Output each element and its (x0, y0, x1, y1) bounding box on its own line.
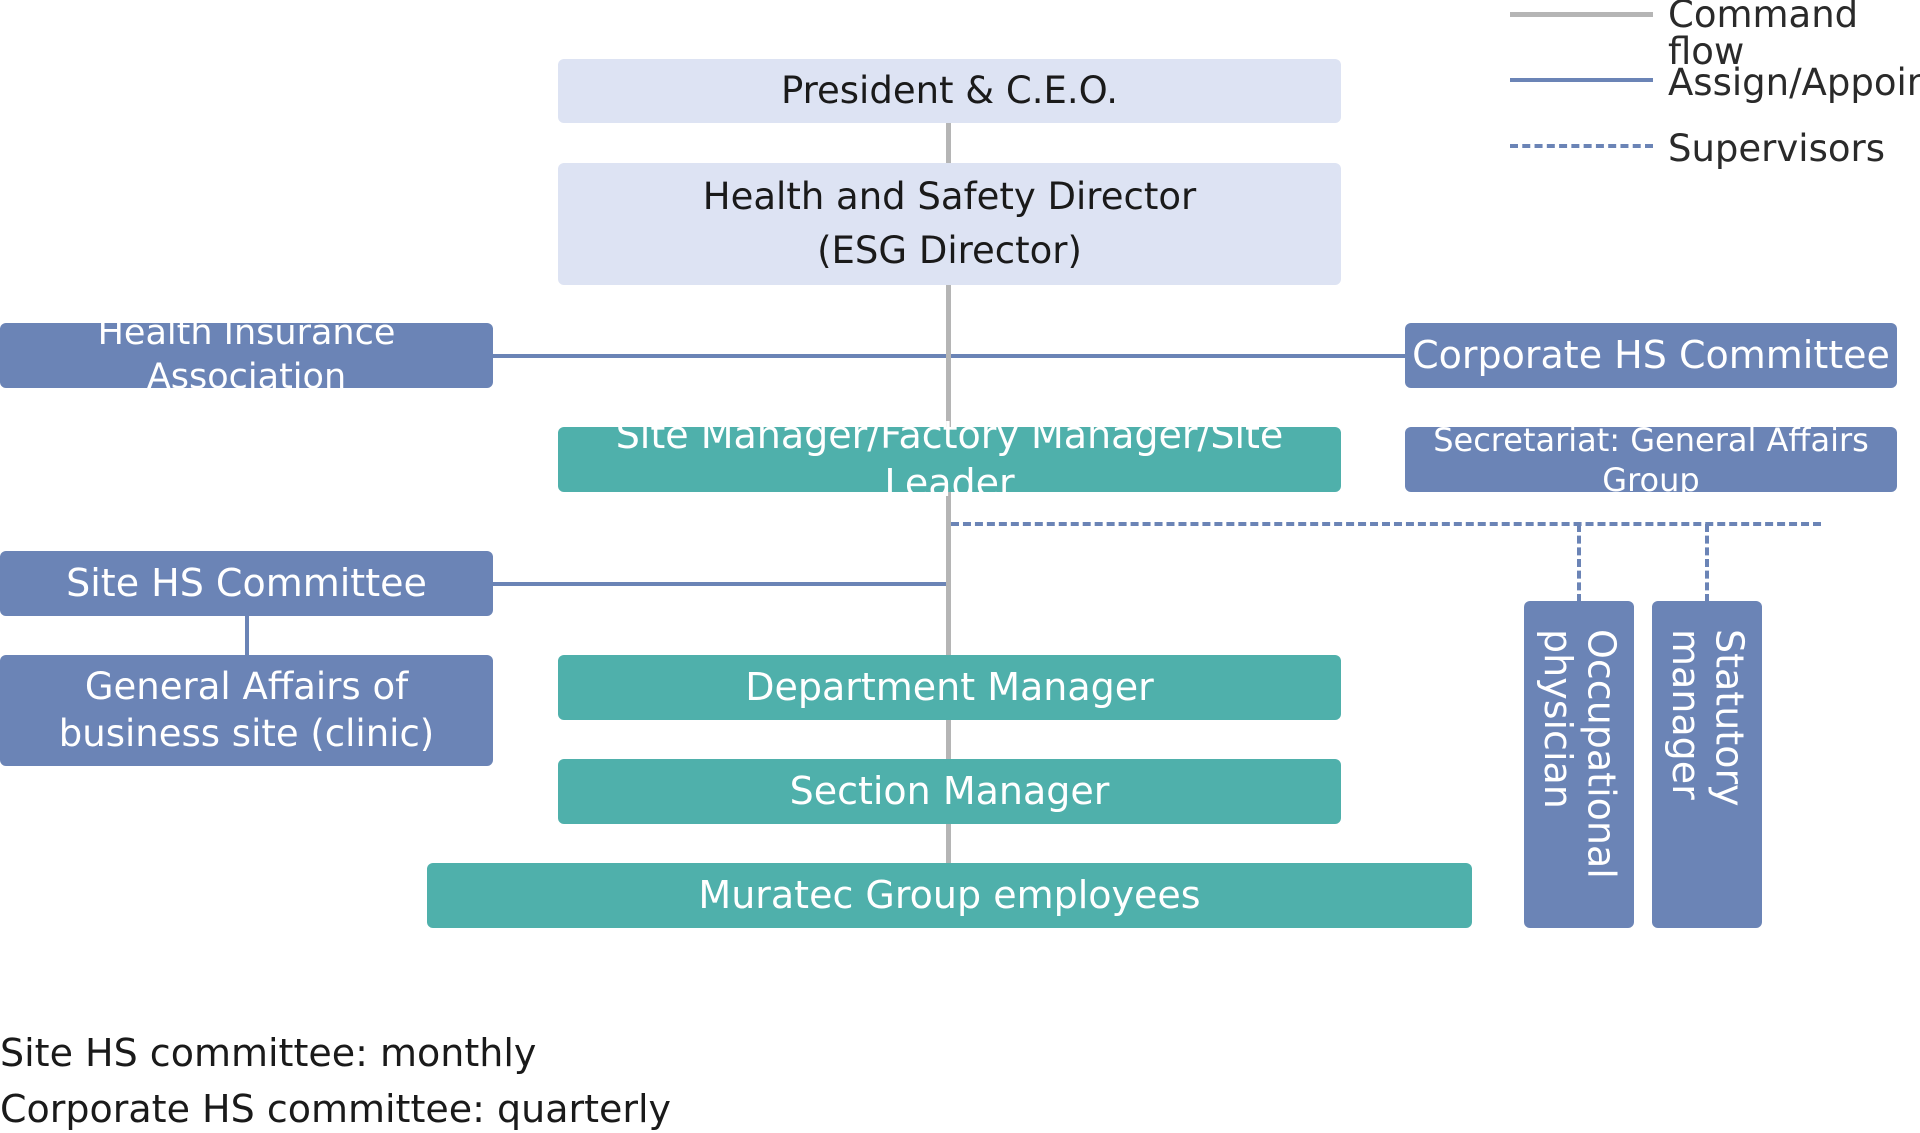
occupational-physician-label: Occupational (1579, 629, 1624, 879)
site-hs-committee-label: Site HS Committee (66, 560, 427, 605)
supervisor-line-statutory (1705, 524, 1709, 602)
assign-line-site-hs (490, 582, 946, 586)
supervisor-line-physician (1577, 524, 1581, 602)
assign-line-corporate-hs (951, 354, 1406, 358)
legend-command-line (1510, 12, 1653, 17)
statutory-manager-box: Statutory manager (1652, 601, 1762, 928)
legend-assign-label: Assign/Appoint (1668, 61, 1920, 104)
hs-director-label: Health and Safety Director (702, 175, 1197, 219)
site-manager-box: Site Manager/Factory Manager/Site Leader (558, 413, 1341, 505)
section-manager-box: Section Manager (558, 759, 1341, 824)
assign-line-health-insurance (490, 354, 946, 358)
general-affairs-label: General Affairs of (84, 665, 409, 709)
hs-director-sublabel: (ESG Director) (817, 229, 1082, 272)
legend-command-label: Command flow (1668, 0, 1859, 73)
legend-supervisor-line (1510, 144, 1653, 148)
legend-supervisor-label: Supervisors (1668, 127, 1885, 170)
occupational-physician-sublabel: physician (1536, 629, 1580, 809)
statutory-manager-text: Statutory manager (1663, 629, 1752, 807)
secretariat-label: Secretariat: General Affairs Group (1433, 420, 1869, 499)
section-manager-label: Section Manager (789, 768, 1110, 813)
corporate-hs-committee-box: Corporate HS Committee (1405, 323, 1897, 388)
command-flow-spine (946, 120, 951, 865)
statutory-manager-label: Statutory (1707, 629, 1752, 807)
corporate-committee-frequency-note: Corporate HS committee: quarterly (0, 1087, 672, 1131)
occupational-physician-box: Occupational physician (1524, 601, 1634, 928)
department-manager-label: Department Manager (745, 664, 1154, 709)
employees-label: Muratec Group employees (698, 872, 1201, 917)
hs-director-box: Health and Safety Director (ESG Director… (558, 163, 1341, 285)
president-label: President & C.E.O. (780, 68, 1119, 112)
occupational-physician-text: Occupational physician (1535, 629, 1624, 879)
statutory-manager-sublabel: manager (1664, 629, 1708, 800)
employees-box: Muratec Group employees (427, 863, 1472, 928)
supervisor-line-horizontal (951, 522, 1821, 526)
general-affairs-sublabel: business site (clinic) (58, 711, 435, 755)
site-hs-committee-box: Site HS Committee (0, 551, 493, 616)
general-affairs-box: General Affairs of business site (clinic… (0, 655, 493, 766)
health-insurance-label: Health Insurance Association (97, 312, 396, 397)
site-committee-frequency-note: Site HS committee: monthly (0, 1031, 537, 1075)
legend-assign-line (1510, 78, 1653, 82)
site-manager-label: Site Manager/Factory Manager/Site Leader (615, 413, 1284, 505)
health-insurance-box: Health Insurance Association (0, 313, 493, 397)
corporate-hs-committee-label: Corporate HS Committee (1412, 332, 1890, 377)
assign-line-general-affairs (245, 614, 249, 658)
department-manager-box: Department Manager (558, 655, 1341, 720)
secretariat-box: Secretariat: General Affairs Group (1405, 421, 1897, 499)
president-box: President & C.E.O. (558, 59, 1341, 123)
